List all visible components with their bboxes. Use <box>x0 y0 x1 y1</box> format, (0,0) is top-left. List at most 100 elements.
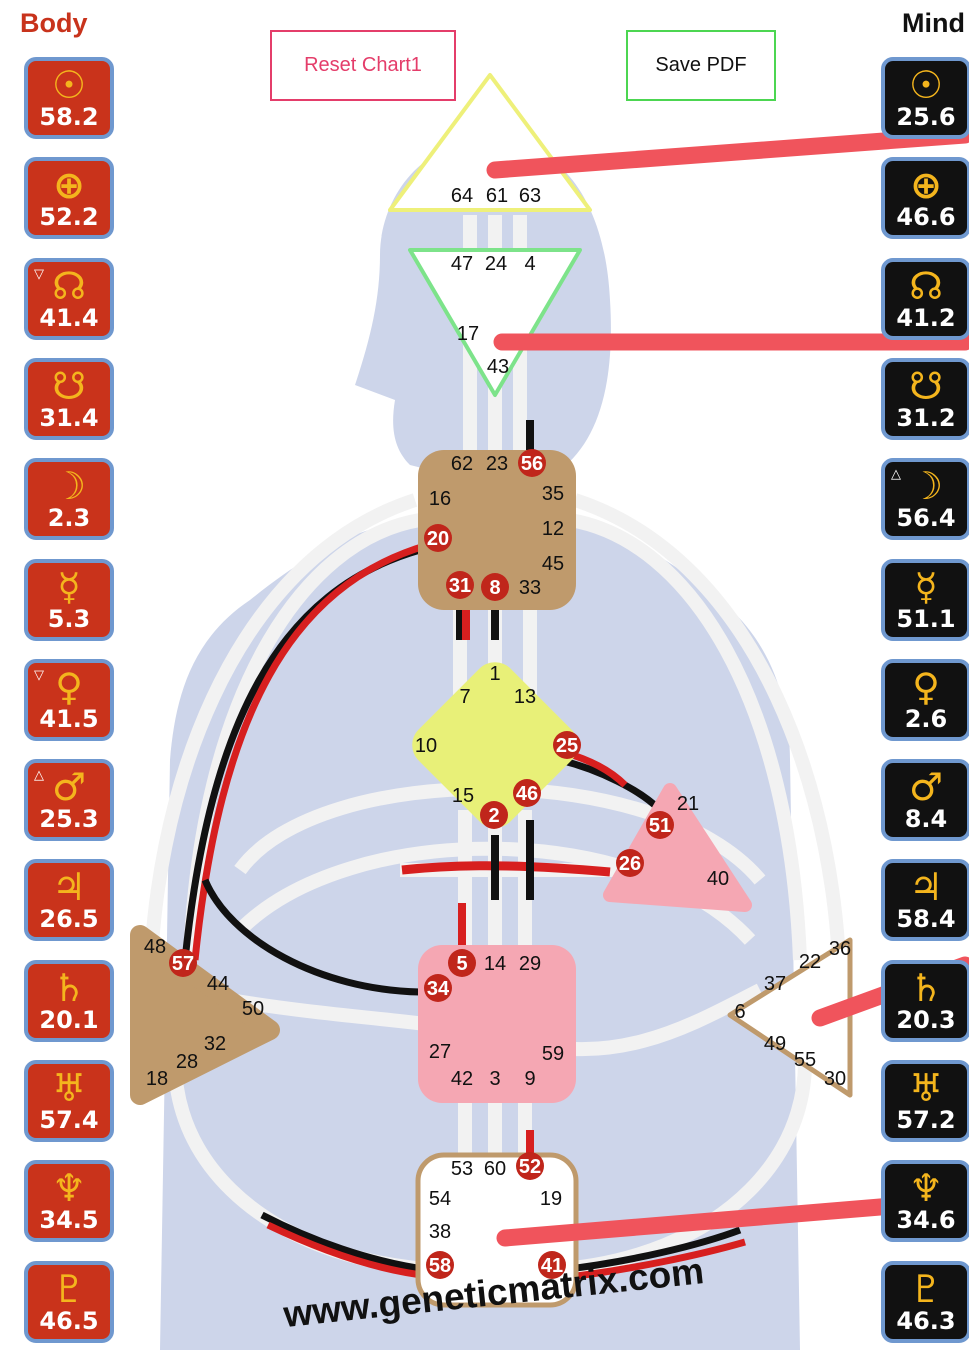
active-gate-marker <box>448 949 476 977</box>
body-planet-card[interactable]: ♀41.5▽ <box>24 658 114 741</box>
active-gate-marker <box>424 974 452 1002</box>
gate-number: 12 <box>542 518 564 540</box>
gate-number: 13 <box>514 686 536 708</box>
ajna-center <box>408 248 582 397</box>
gate-number: 2 <box>488 805 499 827</box>
south-node-icon: ☋ <box>52 363 86 408</box>
gate-number: 18 <box>146 1068 168 1090</box>
active-gate-marker <box>518 449 546 477</box>
gate-number: 40 <box>707 868 729 890</box>
save-pdf-button[interactable]: Save PDF <box>626 30 776 101</box>
planet-gate-value: 56.4 <box>896 504 956 533</box>
planet-gate-value: 2.6 <box>904 704 948 733</box>
mind-planet-card[interactable]: ⊕46.6 <box>881 157 969 240</box>
neptune-icon: ♆ <box>908 1166 944 1211</box>
mind-planet-card[interactable]: ♀2.6 <box>881 658 969 741</box>
jupiter-icon: ♃ <box>51 865 87 910</box>
mind-planet-card[interactable]: ☊41.2 <box>881 257 969 340</box>
saturn-icon: ♄ <box>908 965 944 1010</box>
planet-gate-value: 8.4 <box>904 805 948 834</box>
body-planet-card[interactable]: ☊41.4 ▽ <box>24 257 114 340</box>
mind-planet-card[interactable]: ♆34.6 <box>881 1160 969 1243</box>
gate-number: 23 <box>486 453 508 475</box>
planet-gate-value: 46.6 <box>896 203 956 232</box>
venus-icon: ♀ <box>55 664 83 709</box>
body-planet-card[interactable]: ☽2.3 <box>24 458 114 541</box>
gate-number: 16 <box>429 488 451 510</box>
planet-gate-value: 51.1 <box>896 604 956 633</box>
mercury-icon: ☿ <box>57 564 81 609</box>
gate-number: 63 <box>519 185 541 207</box>
sacral-center <box>418 945 576 1103</box>
planet-gate-value: 2.3 <box>47 504 91 533</box>
uranus-icon: ♅ <box>51 1066 87 1110</box>
active-gate-marker <box>553 731 581 759</box>
body-planet-card[interactable]: ♄20.1 <box>24 959 114 1042</box>
heart-center <box>603 783 752 912</box>
body-planet-card[interactable]: ♃26.5 <box>24 859 114 942</box>
uranus-icon: ♅ <box>908 1066 944 1110</box>
mars-icon: ♂ <box>51 765 87 810</box>
gate-number: 53 <box>451 1158 473 1180</box>
mind-column-title: Mind <box>902 8 965 38</box>
solar-plexus-center <box>727 937 853 1098</box>
sun-icon: ☉ <box>51 63 87 107</box>
planet-gate-value: 5.3 <box>47 604 91 633</box>
north-node-icon: ☊ <box>52 263 86 308</box>
active-gate-marker <box>480 801 508 829</box>
north-node-icon: ☊ <box>909 263 943 308</box>
body-planet-card[interactable]: ☉58.2 <box>24 57 114 139</box>
planet-gate-value: 58.2 <box>39 103 99 131</box>
mind-planet-card[interactable]: ♇46.3 <box>881 1260 969 1343</box>
active-gate-marker <box>516 1152 544 1180</box>
gate-number: 46 <box>516 783 538 805</box>
planet-gate-value: 34.6 <box>896 1206 956 1235</box>
planet-gate-value: 52.2 <box>39 203 99 232</box>
mind-planet-card[interactable]: ☽56.4△ <box>881 458 969 541</box>
jupiter-icon: ♃ <box>908 865 944 910</box>
exaltation-marker: ▽ <box>34 265 44 281</box>
active-gate-marker <box>646 811 674 839</box>
exaltation-marker: △ <box>34 767 44 783</box>
gate-number: 17 <box>457 323 479 345</box>
body-planet-card[interactable]: ♅57.4 <box>24 1060 114 1142</box>
active-gate-marker <box>513 779 541 807</box>
body-planet-card[interactable]: ♂25.3△ <box>24 759 114 842</box>
gate-number: 26 <box>619 853 641 875</box>
planet-gate-value: 57.2 <box>896 1106 956 1134</box>
active-gate-marker <box>538 1251 566 1279</box>
reset-chart-button[interactable]: Reset Chart1 <box>270 30 456 101</box>
sun-icon: ☉ <box>908 63 944 107</box>
gate-number: 29 <box>519 953 541 975</box>
head-center <box>388 73 592 212</box>
gate-number: 1 <box>489 663 500 685</box>
gate-number: 4 <box>524 253 535 275</box>
exaltation-marker: ▽ <box>34 666 44 682</box>
body-planet-card[interactable]: ☿5.3 <box>24 558 114 641</box>
mind-planet-card[interactable]: ♃58.4 <box>881 859 969 942</box>
body-planet-card[interactable]: ⊕52.2 <box>24 157 114 240</box>
mind-planet-card[interactable]: ♂8.4 <box>881 759 969 842</box>
mind-planet-card[interactable]: ♅57.2 <box>881 1060 969 1142</box>
mind-planet-card[interactable]: ☉25.6 <box>881 57 969 139</box>
planet-gate-value: 31.4 <box>39 403 99 432</box>
gate-number: 64 <box>451 185 473 207</box>
mind-planet-card[interactable]: ☋31.2 <box>881 357 969 440</box>
planet-gate-value: 26.5 <box>39 905 99 934</box>
gate-number: 49 <box>764 1033 786 1055</box>
neptune-icon: ♆ <box>51 1166 87 1211</box>
pluto-icon: ♇ <box>51 1266 87 1311</box>
planet-gate-value: 41.4 <box>39 303 99 332</box>
mind-planet-card[interactable]: ☿51.1 <box>881 558 969 641</box>
gate-number: 34 <box>427 978 450 1000</box>
mind-planet-card[interactable]: ♄20.3 <box>881 959 969 1042</box>
gate-number: 62 <box>451 453 473 475</box>
gate-number: 15 <box>452 785 474 807</box>
gate-number: 27 <box>429 1041 451 1063</box>
exaltation-marker: △ <box>891 466 901 482</box>
active-gate-marker <box>616 849 644 877</box>
body-planet-card[interactable]: ♇46.5 <box>24 1260 114 1343</box>
body-planet-card[interactable]: ♆34.5 <box>24 1160 114 1243</box>
body-planet-card[interactable]: ☋31.4 <box>24 357 114 440</box>
